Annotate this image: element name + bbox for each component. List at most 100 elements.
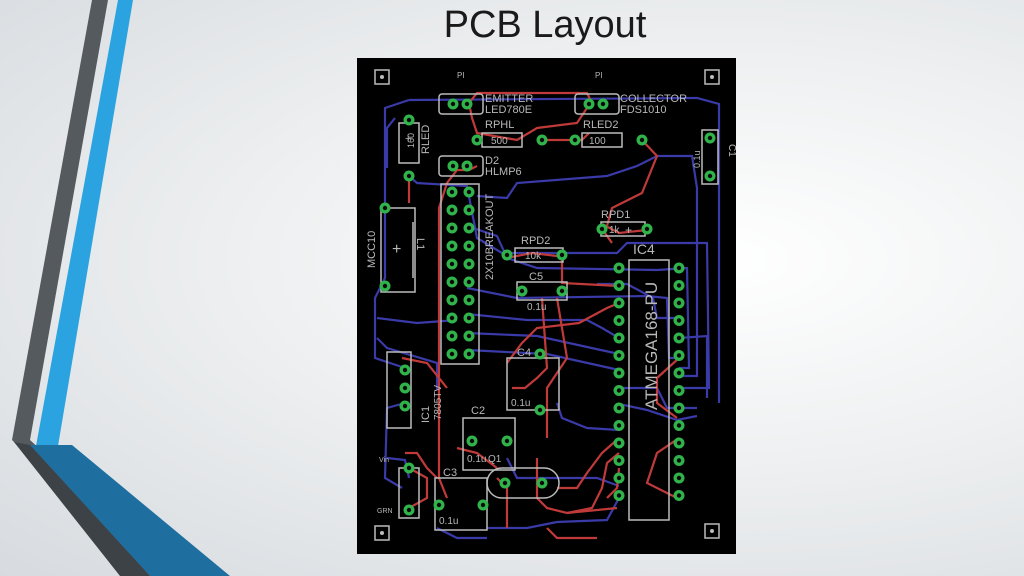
ic4-pin-pad (613, 350, 625, 361)
breakout-pad (446, 330, 458, 342)
breakout-pad (446, 312, 458, 324)
label-rled-value: 160 (406, 133, 416, 148)
breakout-pad (463, 330, 475, 342)
label-plus-l1: + (392, 241, 401, 258)
label-breakout: 2X10BREAKOUT (484, 194, 496, 280)
label-mcc10: MCC10 (366, 231, 378, 268)
c1-pad (704, 170, 716, 182)
component-pads (379, 98, 716, 516)
c5-pad (556, 285, 568, 297)
ic4-pin-pad (613, 367, 625, 379)
label-pi-left: PI (457, 71, 465, 80)
label-c4-value: 0.1u (511, 398, 530, 409)
label-c4: C4 (517, 347, 531, 359)
label-q1: Q1 (488, 454, 502, 465)
ic4-pin-pad (673, 350, 685, 361)
ic4-pin-pad (613, 402, 625, 414)
crystal-pad (499, 477, 511, 489)
ic4-pin-pad (673, 332, 685, 344)
c4-pad (534, 348, 546, 360)
ic4-pin-pad (673, 490, 685, 501)
breakout-pad (463, 204, 475, 216)
led-pad (461, 160, 473, 172)
mounting-holes (380, 75, 714, 535)
l1-pad (379, 202, 391, 214)
label-rpd2-value: 10k (525, 251, 542, 262)
led-pad (447, 160, 459, 172)
breakout-pad (446, 240, 458, 252)
label-plus-rled: + (405, 133, 411, 145)
breakout-pad (463, 312, 475, 324)
resistor-pad (636, 134, 648, 146)
decor-blue-band (36, 0, 205, 576)
slide-title: PCB Layout (443, 4, 647, 46)
ic4-pin-pad (673, 297, 685, 309)
ic4-pin-pad (673, 315, 685, 326)
label-d2: D2 (485, 155, 499, 167)
c1-pad (704, 132, 716, 144)
label-plus-ic4: + (625, 223, 632, 237)
breakout-pad (463, 240, 475, 252)
led-pad (597, 98, 609, 110)
ic4-pin-pad (613, 315, 625, 326)
ic4-pin-pad (613, 280, 625, 291)
ic4-pin-pad (673, 262, 685, 274)
label-c1: C1 (726, 144, 736, 157)
label-collector: COLLECTOR (620, 93, 687, 105)
label-vin: Vin (379, 457, 389, 464)
label-c5: C5 (529, 271, 543, 283)
label-c3-value: 0.1u (439, 516, 458, 527)
decor-gray-band (12, 0, 178, 576)
ic4-pin-pad (673, 472, 685, 484)
decor-dark-triangle (14, 442, 150, 576)
label-c1-value: 0.1u (692, 150, 702, 168)
c5-pad (516, 285, 528, 297)
ic4-pin-pad (613, 490, 625, 501)
led-pad (447, 98, 459, 110)
ic4-pin-pad (613, 455, 625, 466)
c3-pad (477, 499, 489, 511)
breakout-pad (463, 294, 475, 306)
ic4-pin-pad (613, 385, 625, 396)
power-pad (403, 462, 415, 474)
label-ic1: IC1 (420, 406, 432, 423)
led-pad (461, 98, 473, 110)
breakout-pad (463, 186, 475, 198)
resistor-pad (471, 134, 483, 146)
breakout-pad (446, 222, 458, 234)
resistor-pad (596, 223, 608, 235)
decor-blue-triangle (30, 445, 230, 576)
ic4-pin-pad (613, 262, 625, 274)
resistor-pad (641, 223, 653, 235)
label-rled2-value: 100 (589, 136, 606, 147)
label-emitter: EMITTER (485, 93, 533, 105)
breakout-pad (463, 276, 475, 288)
ic1-pad (399, 382, 411, 394)
label-pi-right: PI (595, 71, 603, 80)
ic4-pin-pad (613, 420, 625, 431)
ic4-pin-pad (673, 420, 685, 431)
label-l1: L1 (414, 238, 426, 250)
label-atmega: ATMEGA168-PU (642, 282, 661, 410)
c3-pad (433, 499, 445, 511)
breakout-pad (463, 348, 475, 360)
breakout-pad (446, 348, 458, 360)
label-fds1010: FDS1010 (620, 104, 666, 116)
c2-pad (466, 435, 478, 447)
ic4-pin-pad (673, 280, 685, 291)
label-7805tv: 7805TV (433, 385, 444, 420)
ic4-pin-pad (673, 367, 685, 379)
ic4-pin-pad (613, 437, 625, 449)
label-grn: GRN (377, 508, 393, 515)
ic4-pin-pad (613, 472, 625, 484)
power-pad (403, 504, 415, 516)
led-pad (583, 98, 595, 110)
ic4-pin-pad (673, 385, 685, 396)
resistor-pad (556, 249, 568, 261)
label-rpd2: RPD2 (521, 235, 550, 247)
label-c2-value: 0.1u (467, 454, 486, 465)
pcb-labels: PI PI EMITTER LED780E COLLECTOR FDS1010 … (366, 71, 736, 527)
crystal-pad (536, 477, 548, 489)
ic4-pin-pad (613, 332, 625, 344)
